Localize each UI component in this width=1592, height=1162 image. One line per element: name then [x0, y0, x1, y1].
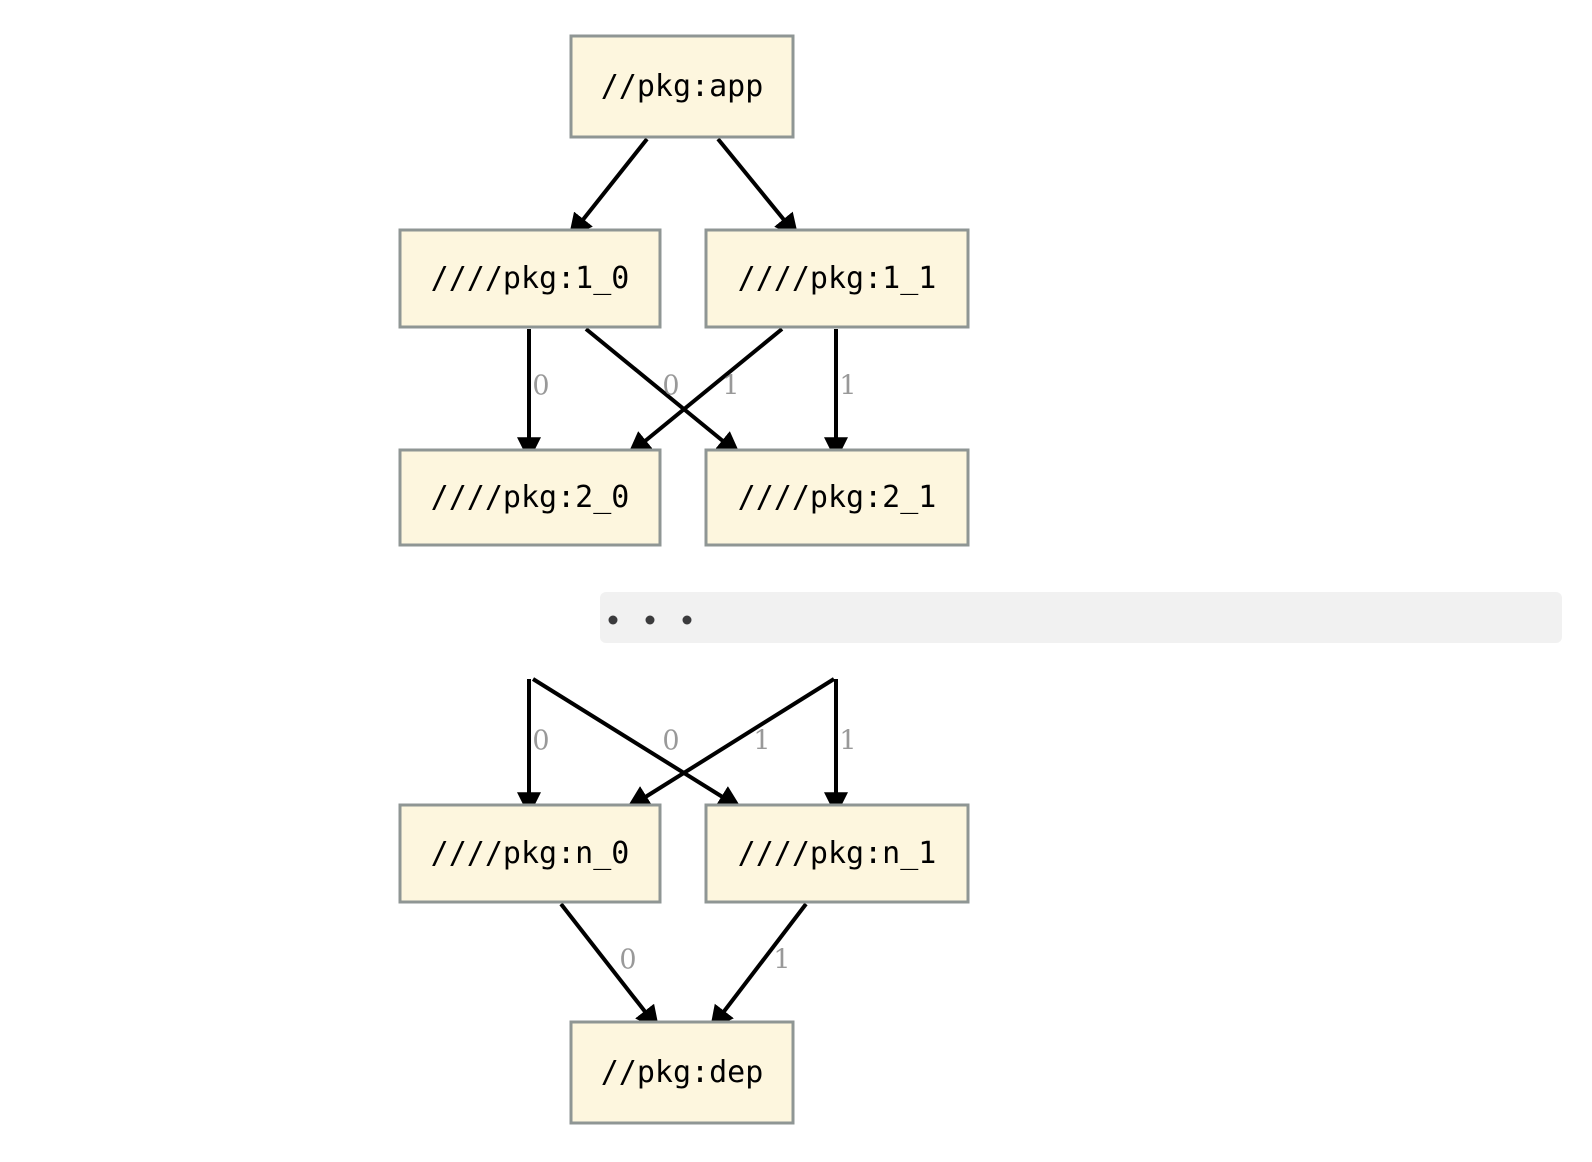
- edge-arrow: [559, 902, 660, 1030]
- graph-edge: 0: [517, 329, 550, 462]
- edge-arrow: [626, 677, 836, 810]
- node-box[interactable]: [704, 228, 970, 329]
- edge-label: 1: [839, 371, 856, 402]
- node-label: //pkg:app: [601, 69, 764, 104]
- graph-edge: 1: [824, 329, 857, 462]
- edge-label: 1: [839, 726, 856, 757]
- node-box[interactable]: [569, 1020, 795, 1125]
- edge-label: 1: [722, 371, 739, 402]
- graph-node-nn_0[interactable]: ////pkg:n_0: [398, 803, 662, 904]
- graph-node-app[interactable]: //pkg:app: [569, 34, 795, 139]
- graph-node-nn_1[interactable]: ////pkg:n_1: [704, 803, 970, 904]
- node-label: ////pkg:1_0: [431, 261, 630, 296]
- node-label: ////pkg:n_0: [431, 836, 630, 871]
- node-label: ////pkg:n_1: [738, 836, 937, 871]
- edge-label: 0: [619, 945, 636, 976]
- ellipsis-dot: [682, 615, 692, 625]
- ellipsis-separator: [600, 592, 1562, 643]
- edge-label: 1: [773, 945, 790, 976]
- ellipsis-dot: [645, 615, 655, 625]
- node-box[interactable]: [704, 803, 970, 904]
- ellipsis-dots-icon: [608, 615, 692, 625]
- node-label: ////pkg:2_0: [431, 480, 630, 515]
- node-box[interactable]: [398, 228, 662, 329]
- graph-node-n1_1[interactable]: ////pkg:1_1: [704, 228, 970, 329]
- edge-label: 0: [662, 726, 679, 757]
- graph-edge: [568, 137, 649, 238]
- edge-label: 0: [532, 726, 549, 757]
- graph-edge: 0: [584, 327, 741, 456]
- node-label: ////pkg:1_1: [738, 261, 937, 296]
- edges-layer: 0 0 1 1 0 0 1 1 0 1: [517, 137, 857, 1031]
- graph-node-n2_0[interactable]: ////pkg:2_0: [398, 448, 662, 547]
- edge-arrow: [531, 677, 742, 810]
- edge-label: 1: [753, 726, 770, 757]
- graph-edge: 0: [517, 679, 550, 817]
- node-box[interactable]: [569, 34, 795, 139]
- edge-arrow: [716, 137, 799, 238]
- edge-label: 0: [532, 371, 549, 402]
- graph-node-dep[interactable]: //pkg:dep: [569, 1020, 795, 1125]
- graph-edge: 1: [824, 679, 857, 817]
- node-box[interactable]: [398, 803, 662, 904]
- node-label: //pkg:dep: [601, 1055, 764, 1090]
- node-label: ////pkg:2_1: [738, 480, 937, 515]
- ellipsis-band: [600, 592, 1562, 643]
- graph-edge: 0: [531, 677, 742, 810]
- edge-arrow: [584, 327, 741, 456]
- nodes-layer: //pkg:app ////pkg:1_0 ////pkg:1_1 ////pkg:2…: [398, 34, 970, 1125]
- graph-node-n1_0[interactable]: ////pkg:1_0: [398, 228, 662, 329]
- edge-arrow: [627, 327, 784, 456]
- graph-edge: 1: [709, 902, 808, 1031]
- ellipsis-dot: [608, 615, 618, 625]
- node-box[interactable]: [398, 448, 662, 547]
- edge-arrow: [568, 137, 649, 238]
- graph-edge: 1: [627, 327, 784, 456]
- node-box[interactable]: [704, 448, 970, 547]
- graph-edge: 1: [626, 677, 836, 810]
- edge-label: 0: [662, 371, 679, 402]
- graph-edge: [716, 137, 799, 238]
- edge-arrow: [709, 902, 808, 1031]
- graph-node-n2_1[interactable]: ////pkg:2_1: [704, 448, 970, 547]
- graph-edge: 0: [559, 902, 660, 1030]
